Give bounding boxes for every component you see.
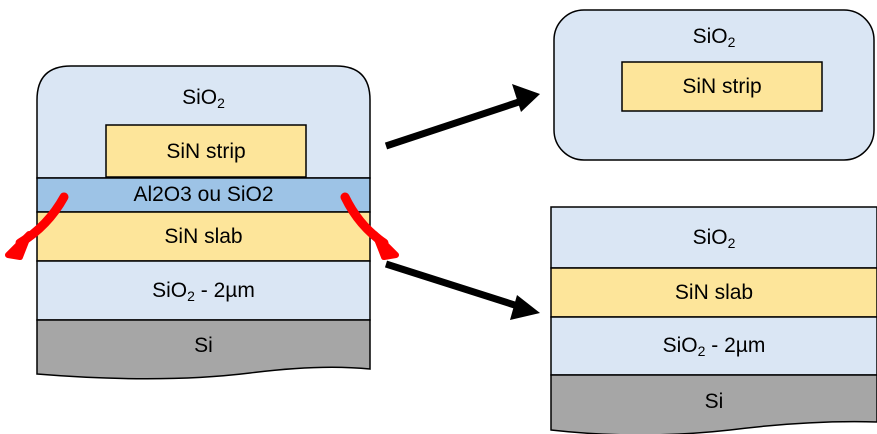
- bottom-right-slab-label: SiN slab: [674, 281, 754, 304]
- curved-arrow-right-head: [372, 231, 399, 260]
- arrow-right-down-icon: [384, 260, 526, 312]
- top-right-cladding-label: SiO2: [692, 25, 736, 50]
- left-slab-label: SiN slab: [164, 225, 243, 248]
- left-cladding-label: SiO2: [182, 86, 225, 111]
- bottom-right-cladding-region: [550, 206, 877, 269]
- left-interlayer-label: Al2O3 ou SiO2: [133, 183, 274, 206]
- curved-arrow-left-head: [5, 231, 32, 260]
- top-right-strip-label: SiN strip: [682, 75, 762, 98]
- bottom-right-cladding-label: SiO2: [692, 226, 736, 251]
- top-right-stack: [553, 9, 875, 161]
- left-substrate-label: Si: [194, 334, 213, 357]
- left-box-region: [36, 260, 371, 321]
- top-right-strip-region: [621, 61, 823, 112]
- arrow-right-up-icon: [384, 95, 532, 150]
- left-strip-region: [105, 124, 307, 178]
- left-slab-region: [36, 211, 371, 262]
- left-substrate-region: [36, 319, 371, 380]
- left-box-label: SiO2 - 2µm: [152, 279, 255, 304]
- bottom-right-stack: [550, 206, 877, 434]
- bottom-right-box-region: [550, 316, 877, 376]
- bottom-right-substrate-label: Si: [704, 390, 724, 413]
- left-strip-label: SiN strip: [166, 140, 246, 163]
- bottom-right-slab-region: [550, 267, 877, 318]
- arrow-right-up-head: [512, 84, 540, 112]
- left-stack: [36, 65, 371, 380]
- bottom-right-box-label: SiO2 - 2µm: [662, 334, 766, 359]
- arrow-right-down-head: [510, 295, 540, 320]
